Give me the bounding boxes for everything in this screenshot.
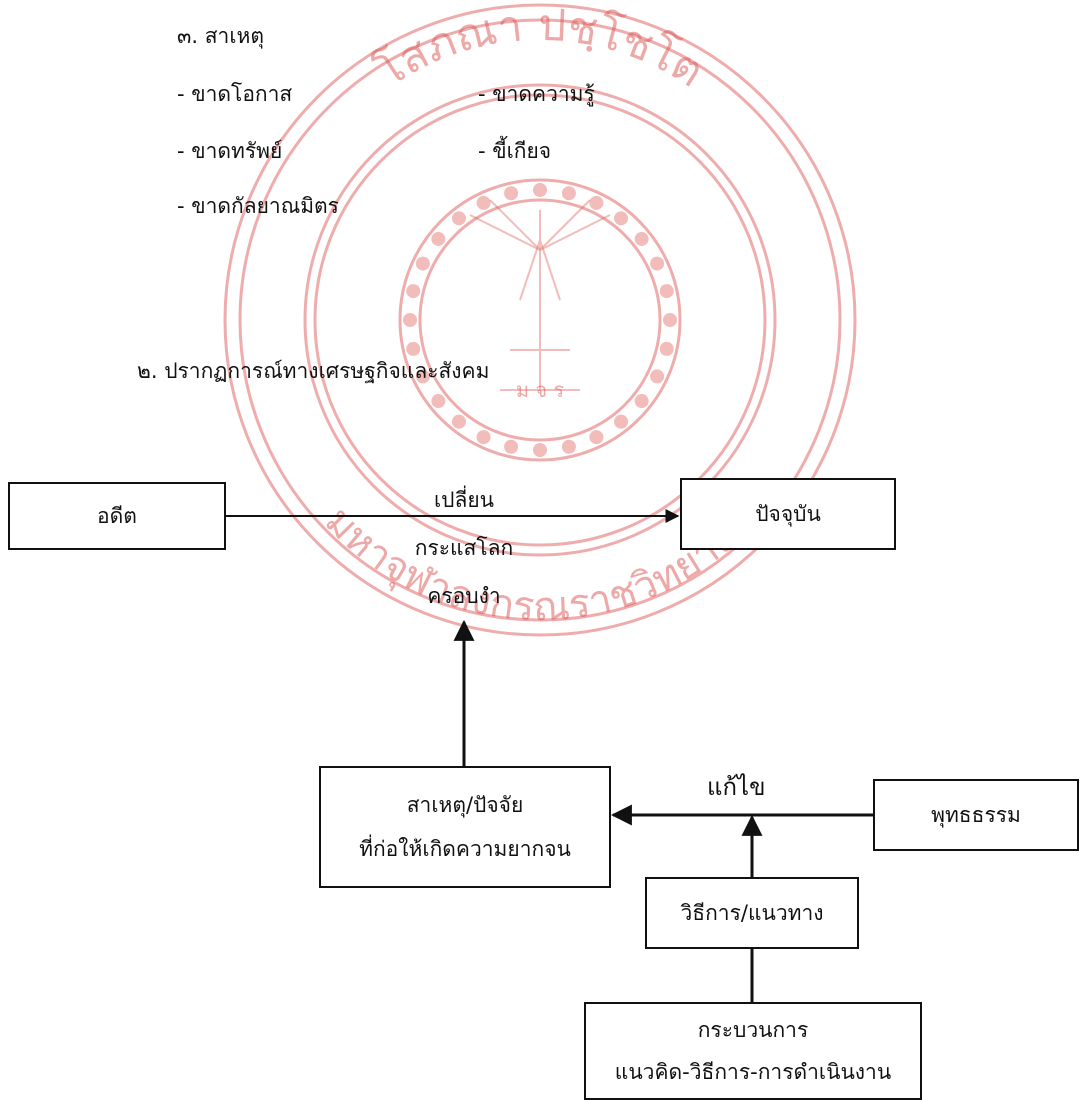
cause-item-1: - ขาดโอกาส (177, 82, 293, 106)
section2-heading: ๒. ปรากฏการณ์ทางเศรษฐกิจและสังคม (137, 359, 490, 383)
cause-item-5: - ขาดกัลยาณมิตร (177, 194, 339, 218)
box-dharma: พุทธธรรม (873, 779, 1079, 851)
box-causes-line1: สาเหตุ/ปัจจัย (406, 793, 524, 817)
box-process: กระบวนการ แนวคิด-วิธีการ-การดำเนินงาน (584, 1002, 922, 1100)
cause-item-3: - ขาดทรัพย์ (177, 139, 283, 163)
box-present-label: ปัจจุบัน (755, 502, 821, 526)
box-causes: สาเหตุ/ปัจจัย ที่ก่อให้เกิดความยากจน (319, 766, 611, 888)
box-process-line1: กระบวนการ (697, 1018, 809, 1042)
box-present: ปัจจุบัน (680, 478, 896, 550)
cause-item-2: - ขาดความรู้ (478, 82, 595, 106)
box-past: อดีต (8, 482, 226, 550)
box-causes-line2: ที่ก่อให้เกิดความยากจน (359, 837, 571, 861)
box-method: วิธีการ/แนวทาง (645, 877, 859, 949)
box-method-label: วิธีการ/แนวทาง (680, 901, 824, 925)
fix-label: แก้ไข (707, 773, 766, 801)
arrow-label-globalization: กระแสโลก (414, 536, 514, 560)
cause-item-4: - ขี้เกียจ (478, 139, 552, 163)
box-dharma-label: พุทธธรรม (931, 803, 1021, 827)
section3-heading: ๓. สาเหตุ (177, 24, 264, 48)
box-past-label: อดีต (97, 504, 137, 528)
box-process-line2: แนวคิด-วิธีการ-การดำเนินงาน (614, 1060, 892, 1084)
arrow-label-dominate: ครอบงำ (427, 584, 501, 608)
arrow-label-change: เปลี่ยน (433, 488, 495, 512)
